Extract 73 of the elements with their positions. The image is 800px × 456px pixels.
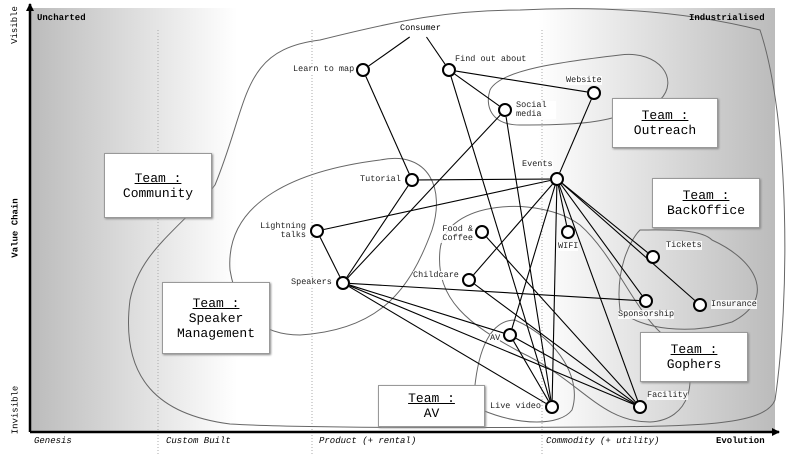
axis-title: Value Chain (10, 198, 20, 258)
team-box (612, 98, 718, 148)
dependency-line (349, 285, 634, 405)
component-label: Live video (490, 402, 542, 411)
corner-label: Industrialised (689, 13, 765, 23)
dependency-line (473, 184, 553, 276)
dependency-line (456, 70, 588, 92)
dependency-line (513, 340, 549, 402)
corner-label: Uncharted (37, 13, 86, 23)
dependency-line (320, 237, 340, 277)
axis-label: Visible (10, 6, 20, 44)
dependency-line (454, 74, 500, 106)
component-label: Facility (647, 391, 688, 400)
dependency-line (562, 183, 696, 301)
dependency-line (350, 282, 640, 302)
component-label: Childcare (413, 271, 459, 280)
component-label: Speakers (291, 278, 332, 287)
dependency-line (558, 185, 638, 401)
component-label: Insurance (711, 300, 757, 309)
team-box (640, 332, 748, 382)
dependency-line (350, 284, 504, 334)
dependency-line (506, 116, 552, 400)
dependency-line (346, 186, 409, 278)
user-need-label: Consumer (400, 23, 441, 33)
team-heading: Team : (670, 342, 718, 357)
team-heading: Team : (192, 296, 240, 310)
dependency-line (560, 184, 642, 296)
dependency-line (419, 178, 550, 180)
dependency-line (486, 236, 636, 402)
dependency-line (365, 76, 410, 174)
component-label: AV (490, 334, 500, 343)
team-heading: Team : (134, 170, 182, 186)
dependency-line (558, 186, 568, 226)
team-name: Community (122, 186, 194, 200)
team-name: Speaker Management (176, 310, 256, 340)
dependency-line (512, 186, 556, 328)
axis-label: Invisible (10, 386, 20, 434)
dependency-line (552, 186, 558, 400)
team-box (162, 282, 270, 354)
component-label: WIFI (558, 242, 578, 251)
axis-title: Evolution (716, 436, 765, 446)
team-name: Gophers (666, 357, 722, 372)
dependency-line (347, 114, 501, 278)
stage-label: Custom Built (166, 436, 231, 446)
team-box (378, 385, 485, 427)
stage-label: Product (+ rental) (319, 436, 416, 446)
dependency-line (516, 338, 634, 404)
component-label: Sponsorship (618, 310, 674, 319)
stage-label: Genesis (34, 436, 72, 446)
team-heading: Team : (408, 391, 455, 406)
team-heading: Team : (682, 188, 730, 203)
team-box (104, 153, 212, 218)
team-name: AV (424, 406, 440, 421)
component-label: Social media (516, 101, 556, 119)
component-label: Tickets (666, 241, 702, 250)
dependency-line (474, 284, 635, 404)
dependency-line (324, 180, 550, 230)
dependency-line (426, 36, 446, 65)
team-box (652, 178, 760, 228)
component-label: Website (566, 76, 602, 85)
team-name: Outreach (634, 123, 696, 138)
component-label: Tutorial (360, 175, 401, 184)
dependency-line (559, 99, 592, 173)
dependency-line (562, 182, 648, 254)
team-heading: Team : (642, 108, 688, 123)
component-label: Learn to map (293, 65, 354, 74)
dependency-line (368, 36, 410, 66)
dependency-line (348, 286, 546, 404)
component-label: Find out about (455, 55, 526, 64)
dependency-line (450, 76, 550, 400)
team-name: BackOffice (666, 203, 745, 218)
stage-label: Commodity (+ utility) (546, 436, 660, 446)
component-label: Events (522, 160, 553, 169)
